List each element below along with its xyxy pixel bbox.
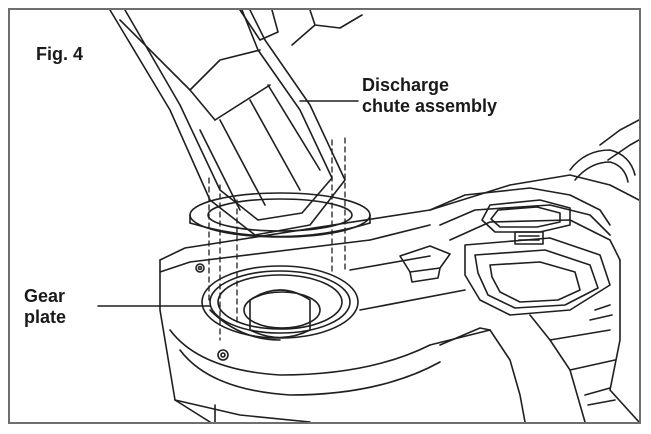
snowblower-chute-illustration bbox=[97, 10, 639, 422]
alignment-lines bbox=[208, 137, 346, 341]
snowblower-housing bbox=[159, 119, 639, 422]
callout-leaders bbox=[97, 100, 359, 307]
gear-plate bbox=[201, 265, 359, 341]
figure-label: Fig. 4 bbox=[36, 44, 83, 65]
gear-plate-callout-line2: plate bbox=[24, 307, 67, 327]
discharge-chute-callout-line2: chute assembly bbox=[362, 96, 498, 116]
figure-label-text: Fig. 4 bbox=[36, 44, 84, 64]
gear-plate-callout: Gear plate bbox=[24, 286, 66, 328]
discharge-chute bbox=[109, 10, 371, 238]
gear-plate-callout-line1: Gear bbox=[24, 286, 66, 306]
discharge-chute-callout-line1: Discharge bbox=[362, 75, 450, 95]
figure-frame: Fig. 4 Discharge chute assembly Gear pla… bbox=[8, 8, 641, 424]
discharge-chute-callout: Discharge chute assembly bbox=[362, 75, 497, 117]
